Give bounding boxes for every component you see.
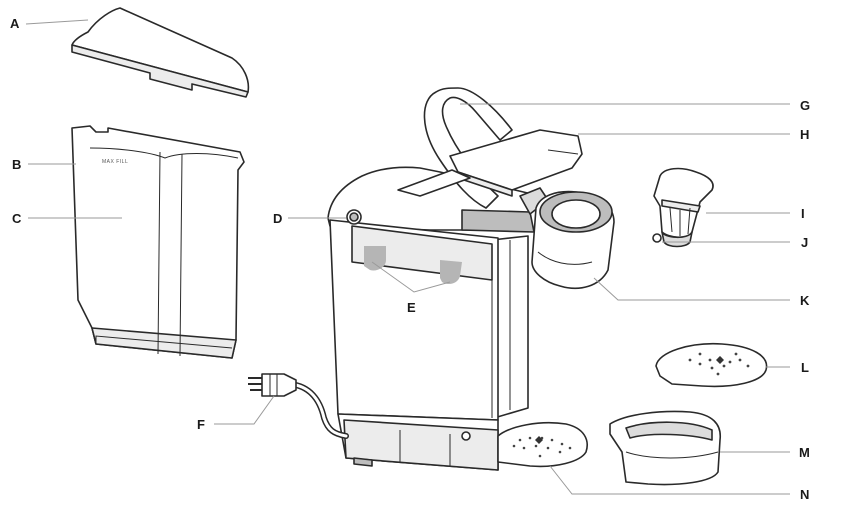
label-f: F <box>197 417 205 432</box>
label-g: G <box>800 98 810 113</box>
base-indicator <box>461 431 471 441</box>
label-j: J <box>801 235 808 250</box>
drip-tray[interactable] <box>609 410 721 486</box>
label-c: C <box>12 211 22 226</box>
label-a: A <box>10 16 20 31</box>
label-d: D <box>273 211 282 226</box>
drip-plate-holes <box>688 352 750 376</box>
drip-tray-plate[interactable] <box>655 342 768 388</box>
brew-size-buttons[interactable] <box>364 246 462 284</box>
label-m: M <box>799 445 810 460</box>
filter-tip <box>652 233 662 243</box>
max-fill-marking: MAX FILL <box>102 159 128 165</box>
brewer-handle[interactable] <box>423 87 513 209</box>
label-i: I <box>801 206 805 221</box>
brewer-lid[interactable] <box>397 129 583 197</box>
attached-drip-tray[interactable] <box>497 421 588 468</box>
label-l: L <box>801 360 809 375</box>
leader-lines <box>25 19 790 495</box>
label-h: H <box>800 127 809 142</box>
label-e: E <box>407 300 416 315</box>
power-plug <box>261 373 297 397</box>
reusable-filter[interactable] <box>652 167 714 248</box>
label-n: N <box>800 487 809 502</box>
reservoir-lid <box>71 7 250 98</box>
pod-holder[interactable] <box>461 187 615 290</box>
power-button[interactable] <box>346 209 362 225</box>
label-b: B <box>12 157 21 172</box>
attached-plate-holes <box>512 436 572 458</box>
water-reservoir: MAX FILL <box>71 125 245 359</box>
label-k: K <box>800 293 810 308</box>
power-cord <box>248 373 349 439</box>
